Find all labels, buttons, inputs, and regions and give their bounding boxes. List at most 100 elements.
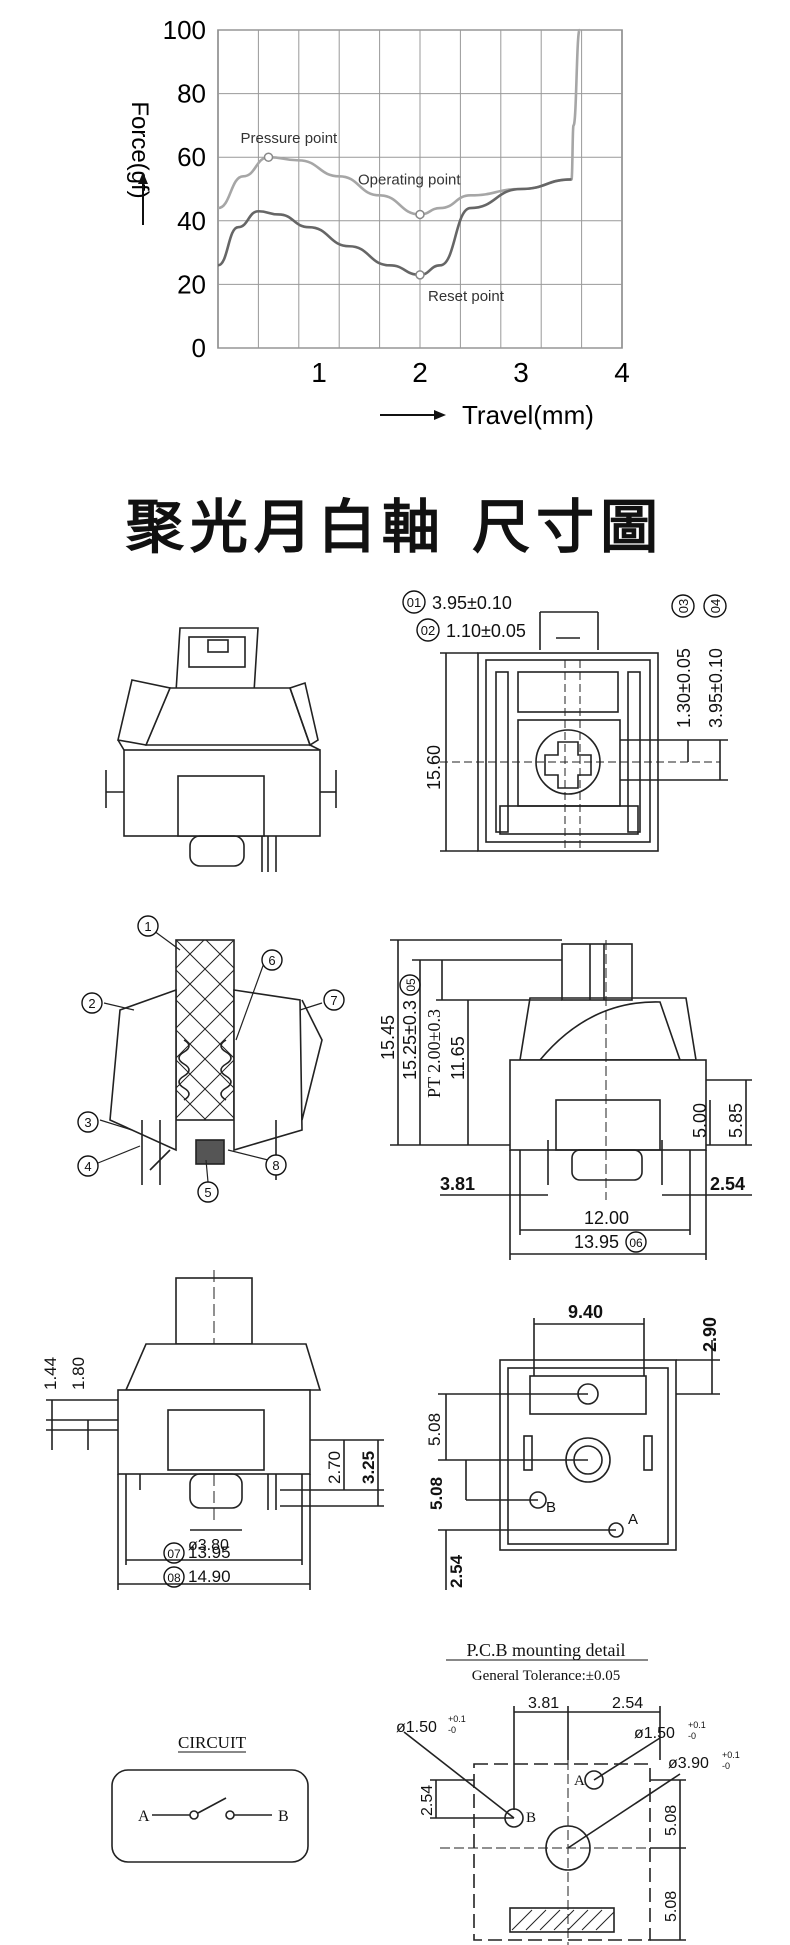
dim-1-44: 1.44 (41, 1357, 60, 1390)
bottom-view (438, 1318, 720, 1590)
circled-06: 06 (625, 1231, 647, 1253)
callout-8: 8 (265, 1154, 287, 1176)
dim-dia-3-80: ø3.80 (188, 1537, 229, 1554)
dim-5-85: 5.85 (726, 1103, 746, 1138)
y-tick-label: 60 (177, 142, 206, 172)
y-tick-label: 100 (163, 15, 206, 45)
svg-text:7: 7 (330, 993, 337, 1008)
pcb-hole-3: ø3.90 (668, 1755, 709, 1772)
svg-text:5: 5 (204, 1185, 211, 1200)
dim-15-25: 15.25±0.3 (400, 1000, 420, 1080)
annotation-label: Reset point (428, 288, 505, 305)
svg-text:4: 4 (84, 1159, 91, 1174)
dim-13-95-side: 13.95 (188, 1543, 231, 1562)
svg-text:03: 03 (676, 599, 691, 613)
svg-text:6: 6 (268, 953, 275, 968)
x-tick-label: 4 (614, 357, 630, 388)
dim-9-40: 9.40 (568, 1302, 603, 1322)
svg-text:1: 1 (144, 919, 151, 934)
dim-5-08-b: 5.08 (427, 1477, 446, 1510)
dim-12-00: 12.00 (584, 1208, 629, 1228)
circled-04: 04 (703, 594, 727, 618)
annotation-point (263, 152, 274, 162)
pcb-hole-2: ø1.50 (634, 1725, 675, 1742)
pcb-h508-a: 5.08 (663, 1805, 680, 1836)
y-tick-label: 80 (177, 79, 206, 109)
pcb-tol0-2: -0 (688, 1731, 696, 1741)
side-view (46, 1270, 384, 1590)
y-tick-label: 0 (192, 333, 206, 363)
circuit-b: B (278, 1808, 289, 1825)
pcb-tolerance: General Tolerance:±0.05 (472, 1668, 621, 1684)
annotation-label: Operating point (358, 171, 461, 188)
dim-15-60: 15.60 (424, 745, 444, 790)
pcb-footprint (403, 1706, 686, 1945)
dim-pt: PT 2.00±0.3 (424, 1009, 444, 1098)
svg-text:2: 2 (88, 996, 95, 1011)
switch-3d-view (105, 627, 337, 872)
callout-1: 1 (137, 915, 159, 937)
dim-3-25: 3.25 (359, 1451, 378, 1484)
circled-08: 08 (163, 1566, 185, 1588)
svg-text:07: 07 (167, 1547, 181, 1561)
callout-2: 2 (81, 992, 103, 1014)
callout-3: 3 (77, 1111, 99, 1133)
pin-label-b: B (546, 1499, 556, 1516)
svg-text:02: 02 (421, 623, 435, 638)
circuit-diagram (111, 1769, 309, 1863)
dim-5-08-a: 5.08 (425, 1413, 444, 1446)
circled-05: 05 (404, 978, 418, 992)
callout-5: 5 (197, 1181, 219, 1203)
circuit-title: CIRCUIT (178, 1733, 247, 1752)
annotation-point (415, 270, 425, 280)
cross-section-view (109, 939, 323, 1185)
pcb-tol0-3: -0 (722, 1761, 730, 1771)
pcb-tol0-1: -0 (448, 1725, 456, 1735)
annotation-point (415, 209, 425, 220)
dim-2-54-b: 2.54 (447, 1554, 466, 1588)
circuit-a: A (138, 1808, 150, 1825)
pcb-tol-2: +0.1 (688, 1720, 706, 1730)
pcb-w381: 3.81 (528, 1695, 559, 1712)
dim-3-81: 3.81 (440, 1174, 475, 1194)
pcb-h508-b: 5.08 (663, 1891, 680, 1922)
dim-1-80: 1.80 (69, 1357, 88, 1390)
svg-text:04: 04 (708, 599, 723, 613)
dim-2-70: 2.70 (325, 1451, 344, 1484)
circled-07: 07 (163, 1542, 185, 1564)
top-view (440, 611, 728, 852)
dim-2-54: 2.54 (710, 1174, 745, 1194)
x-tick-label: 3 (513, 357, 529, 388)
dim-14-90: 14.90 (188, 1567, 231, 1586)
annotation-label: Pressure point (241, 130, 339, 147)
pcb-tol-3: +0.1 (722, 1750, 740, 1760)
pcb-hole-1: ø1.50 (396, 1719, 437, 1736)
dim-13-95: 13.95 (574, 1232, 619, 1252)
circled-01: 01 (402, 590, 426, 614)
pcb-h254: 2.54 (419, 1785, 436, 1816)
dim-5-00: 5.00 (690, 1103, 710, 1138)
chart-grid (217, 29, 623, 349)
svg-text:01: 01 (407, 595, 421, 610)
pcb-label-a: A (574, 1773, 585, 1789)
svg-text:8: 8 (272, 1158, 279, 1173)
pin-label-a: A (628, 1511, 638, 1528)
svg-text:08: 08 (167, 1571, 181, 1585)
dim-11-65: 11.65 (448, 1036, 468, 1080)
pcb-label-b: B (526, 1810, 536, 1826)
callout-6: 6 (261, 949, 283, 971)
svg-text:3: 3 (84, 1115, 91, 1130)
pcb-tol-1: +0.1 (448, 1714, 466, 1724)
page-title: 聚光月白軸 尺寸圖 (125, 493, 665, 561)
dim-02: 1.10±0.05 (446, 621, 526, 641)
dim-03: 1.30±0.05 (674, 648, 694, 728)
callout-7: 7 (323, 989, 345, 1011)
circled-02: 02 (416, 618, 440, 642)
dim-2-90: 2.90 (700, 1317, 720, 1352)
dim-01: 3.95±0.10 (432, 593, 512, 613)
